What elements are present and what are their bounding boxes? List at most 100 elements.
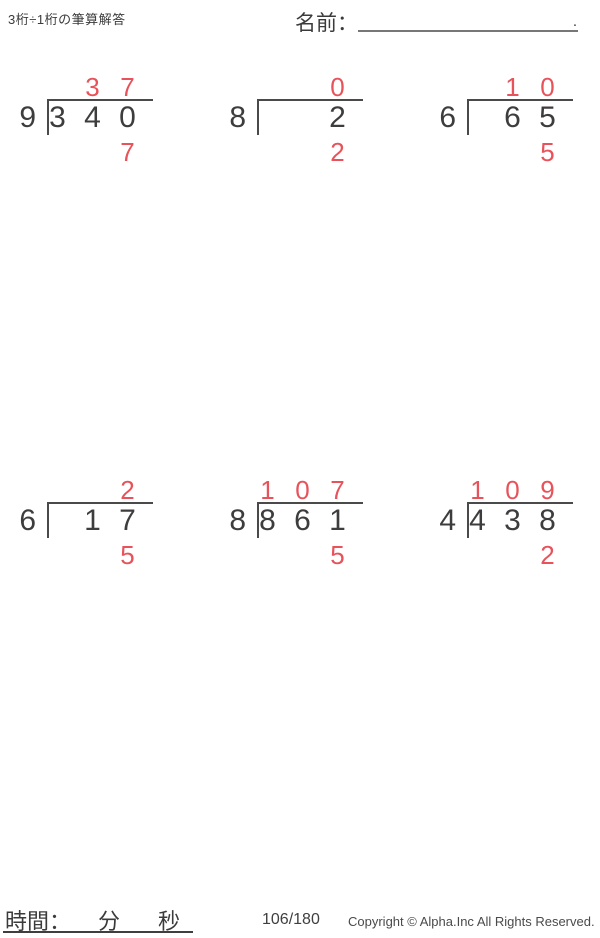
dividend-digit bbox=[460, 101, 495, 135]
quotient-digit: 0 bbox=[330, 72, 345, 102]
dividend-digit: 6 bbox=[294, 504, 311, 537]
division-bracket-top-line bbox=[257, 99, 363, 101]
page-indicator: 106/180 bbox=[262, 911, 320, 928]
division-problem: 4 1 0 9 4 3 8 2 bbox=[420, 475, 585, 573]
remainder-row: 2 bbox=[460, 542, 565, 568]
worksheet-title: 3桁÷1桁の筆算解答 bbox=[8, 12, 126, 27]
divisor-digit: 6 bbox=[19, 504, 36, 537]
division-problem: 6 1 0 6 5 5 bbox=[420, 72, 585, 170]
copyright-text: Copyright © Alpha.Inc All Rights Reserve… bbox=[348, 914, 595, 929]
dividend-row: 6 5 bbox=[460, 101, 565, 135]
quotient-row: 1 0 bbox=[460, 72, 565, 102]
division-bracket-top-line bbox=[467, 502, 573, 504]
seconds-label: 秒 bbox=[158, 909, 181, 934]
division-bracket-top-line bbox=[47, 502, 153, 504]
division-problem: 8 0 2 2 bbox=[210, 72, 375, 170]
remainder-digit: 2 bbox=[330, 137, 345, 167]
quotient-digit: 1 bbox=[470, 475, 485, 505]
dividend-digit: 4 bbox=[84, 101, 101, 134]
remainder-digit: 5 bbox=[120, 540, 135, 570]
quotient-digit: 3 bbox=[85, 72, 100, 102]
dividend-digit bbox=[40, 504, 75, 538]
name-line-period: . bbox=[572, 13, 577, 30]
quotient-digit: 0 bbox=[505, 475, 520, 505]
dividend-digit: 1 bbox=[84, 504, 101, 537]
division-problem: 8 1 0 7 8 6 1 5 bbox=[210, 475, 375, 573]
quotient-digit: 1 bbox=[505, 72, 520, 102]
division-bracket-vertical-line bbox=[47, 502, 49, 538]
quotient-row: 3 7 bbox=[40, 72, 145, 102]
quotient-digit: 0 bbox=[295, 475, 310, 505]
dividend-digit bbox=[285, 101, 320, 135]
remainder-digit bbox=[460, 139, 495, 165]
dividend-digit: 6 bbox=[504, 101, 521, 134]
name-blank-line bbox=[358, 5, 578, 32]
dividend-digit: 1 bbox=[329, 504, 346, 537]
quotient-digit bbox=[40, 75, 75, 99]
minutes-label: 分 bbox=[98, 909, 121, 934]
dividend-digit: 3 bbox=[504, 504, 521, 537]
dividend-digit: 3 bbox=[49, 101, 66, 134]
time-field-row: 時間： 分 秒 bbox=[3, 901, 193, 934]
remainder-digit bbox=[250, 139, 285, 165]
remainder-digit bbox=[40, 542, 75, 568]
remainder-digit: 7 bbox=[120, 137, 135, 167]
division-bracket-top-line bbox=[257, 502, 363, 504]
quotient-digit: 7 bbox=[120, 72, 135, 102]
dividend-digit: 5 bbox=[539, 101, 556, 134]
division-bracket-vertical-line bbox=[467, 99, 469, 135]
remainder-digit: 5 bbox=[330, 540, 345, 570]
remainder-digit bbox=[495, 542, 530, 568]
division-problem: 6 2 1 7 5 bbox=[0, 475, 165, 573]
quotient-row: 1 0 9 bbox=[460, 475, 565, 505]
remainder-row: 5 bbox=[460, 139, 565, 165]
division-problem: 9 3 7 3 4 0 7 bbox=[0, 72, 165, 170]
remainder-digit: 5 bbox=[540, 137, 555, 167]
quotient-digit: 9 bbox=[540, 475, 555, 505]
dividend-digit bbox=[250, 101, 285, 135]
division-bracket-top-line bbox=[47, 99, 153, 101]
dividend-row: 8 6 1 bbox=[250, 504, 355, 538]
division-bracket-vertical-line bbox=[257, 502, 259, 538]
dividend-row: 2 bbox=[250, 101, 355, 135]
remainder-row: 5 bbox=[250, 542, 355, 568]
quotient-digit bbox=[40, 478, 75, 502]
dividend-row: 1 7 bbox=[40, 504, 145, 538]
division-bracket-vertical-line bbox=[47, 99, 49, 135]
remainder-digit bbox=[495, 139, 530, 165]
dividend-digit: 8 bbox=[259, 504, 276, 537]
quotient-digit bbox=[285, 75, 320, 99]
remainder-digit bbox=[75, 542, 110, 568]
dividend-digit: 2 bbox=[329, 101, 346, 134]
name-label: 名前： bbox=[295, 12, 358, 35]
quotient-digit bbox=[250, 75, 285, 99]
remainder-digit: 2 bbox=[540, 540, 555, 570]
remainder-digit bbox=[285, 139, 320, 165]
remainder-digit bbox=[40, 139, 75, 165]
name-field-row: 名前： . bbox=[295, 5, 578, 35]
remainder-digit bbox=[460, 542, 495, 568]
quotient-digit: 7 bbox=[330, 475, 345, 505]
quotient-row: 0 bbox=[250, 72, 355, 102]
divisor-digit: 9 bbox=[19, 101, 36, 134]
quotient-row: 1 0 7 bbox=[250, 475, 355, 505]
dividend-row: 4 3 8 bbox=[460, 504, 565, 538]
dividend-digit: 7 bbox=[119, 504, 136, 537]
time-label: 時間： bbox=[5, 909, 72, 934]
remainder-row: 7 bbox=[40, 139, 145, 165]
quotient-digit: 1 bbox=[260, 475, 275, 505]
divisor-digit: 6 bbox=[439, 101, 456, 134]
dividend-digit: 8 bbox=[539, 504, 556, 537]
remainder-digit bbox=[250, 542, 285, 568]
remainder-row: 2 bbox=[250, 139, 355, 165]
remainder-row: 5 bbox=[40, 542, 145, 568]
dividend-row: 3 4 0 bbox=[40, 101, 145, 135]
quotient-digit bbox=[75, 478, 110, 502]
quotient-digit: 2 bbox=[120, 475, 135, 505]
divisor-digit: 4 bbox=[439, 504, 456, 537]
quotient-digit: 0 bbox=[540, 72, 555, 102]
quotient-row: 2 bbox=[40, 475, 145, 505]
division-bracket-top-line bbox=[467, 99, 573, 101]
